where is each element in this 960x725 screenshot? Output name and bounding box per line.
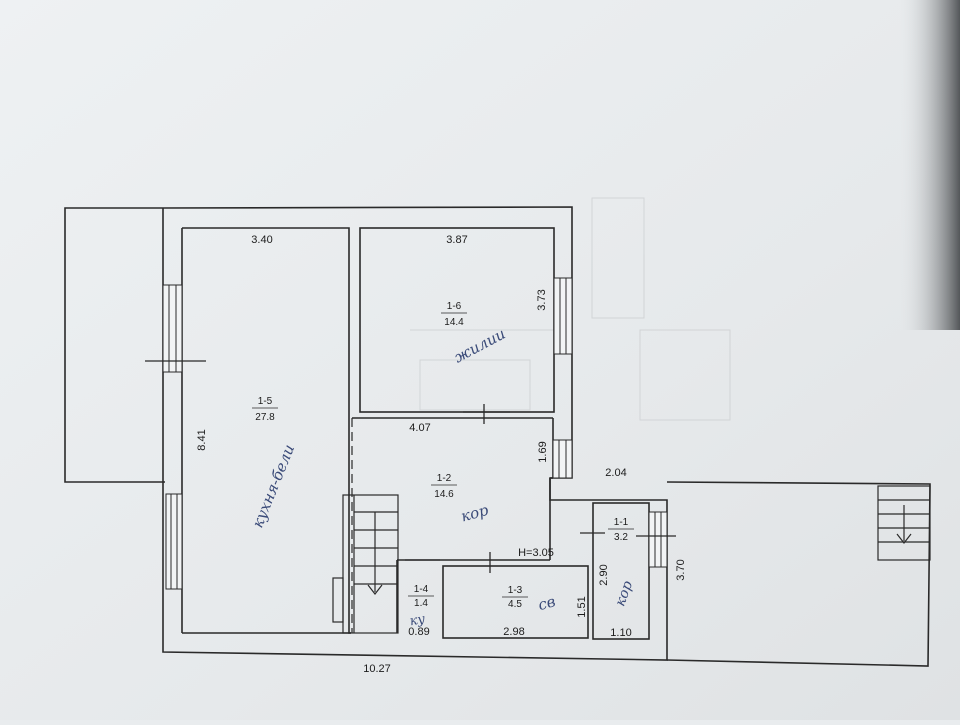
dim-ceiling-height: H=3.05	[518, 547, 554, 559]
room-area-1-4: 1.4	[414, 598, 428, 609]
dimensions: 3.40 3.87 3.73 8.41 4.07 1.69 2.04 H=3.0…	[196, 234, 687, 675]
exterior-stairs	[877, 485, 931, 561]
dim-step-width: 2.04	[605, 467, 626, 479]
room-area-1-5: 27.8	[255, 412, 275, 423]
room-label-1-1: 1-1	[614, 517, 629, 528]
note-room-1-4: ку	[409, 612, 427, 630]
door-marks	[145, 360, 676, 573]
room-label-1-5: 1-5	[258, 396, 273, 407]
interior-stairs	[332, 494, 399, 634]
room-label-1-4: 1-4	[414, 584, 429, 595]
dim-room3-side: 1.51	[576, 596, 588, 617]
room-area-1-2: 14.6	[434, 489, 454, 500]
show-through-lines	[410, 197, 731, 421]
room-area-1-3: 4.5	[508, 599, 522, 610]
dim-room3-width: 2.98	[503, 626, 524, 638]
windows	[162, 277, 668, 590]
room-label-1-6: 1-6	[447, 301, 462, 312]
dim-room2-width: 4.07	[409, 422, 430, 434]
dim-room5-width: 3.40	[251, 234, 272, 246]
dim-room5-height: 8.41	[196, 429, 208, 450]
room-labels: 1-5 27.8 1-6 14.4 1-2 14.6 1-4 1.4 1-3 4…	[252, 301, 634, 610]
dim-room1-side: 2.90	[598, 564, 610, 585]
room-area-1-6: 14.4	[444, 317, 464, 328]
note-room-1-3: св	[536, 592, 557, 614]
dim-room6-width: 3.87	[446, 234, 467, 246]
dim-room1-width: 1.10	[610, 627, 631, 639]
dim-room2-side: 1.69	[537, 441, 549, 462]
page-shadow	[900, 0, 960, 330]
room-label-1-3: 1-3	[508, 585, 523, 596]
dim-porch-side: 3.70	[675, 559, 687, 580]
room-label-1-2: 1-2	[437, 473, 452, 484]
dim-room6-side: 3.73	[536, 289, 548, 310]
dim-total-width: 10.27	[363, 663, 391, 675]
dim-room4-width: 0.89	[408, 626, 429, 638]
room-area-1-1: 3.2	[614, 532, 628, 543]
